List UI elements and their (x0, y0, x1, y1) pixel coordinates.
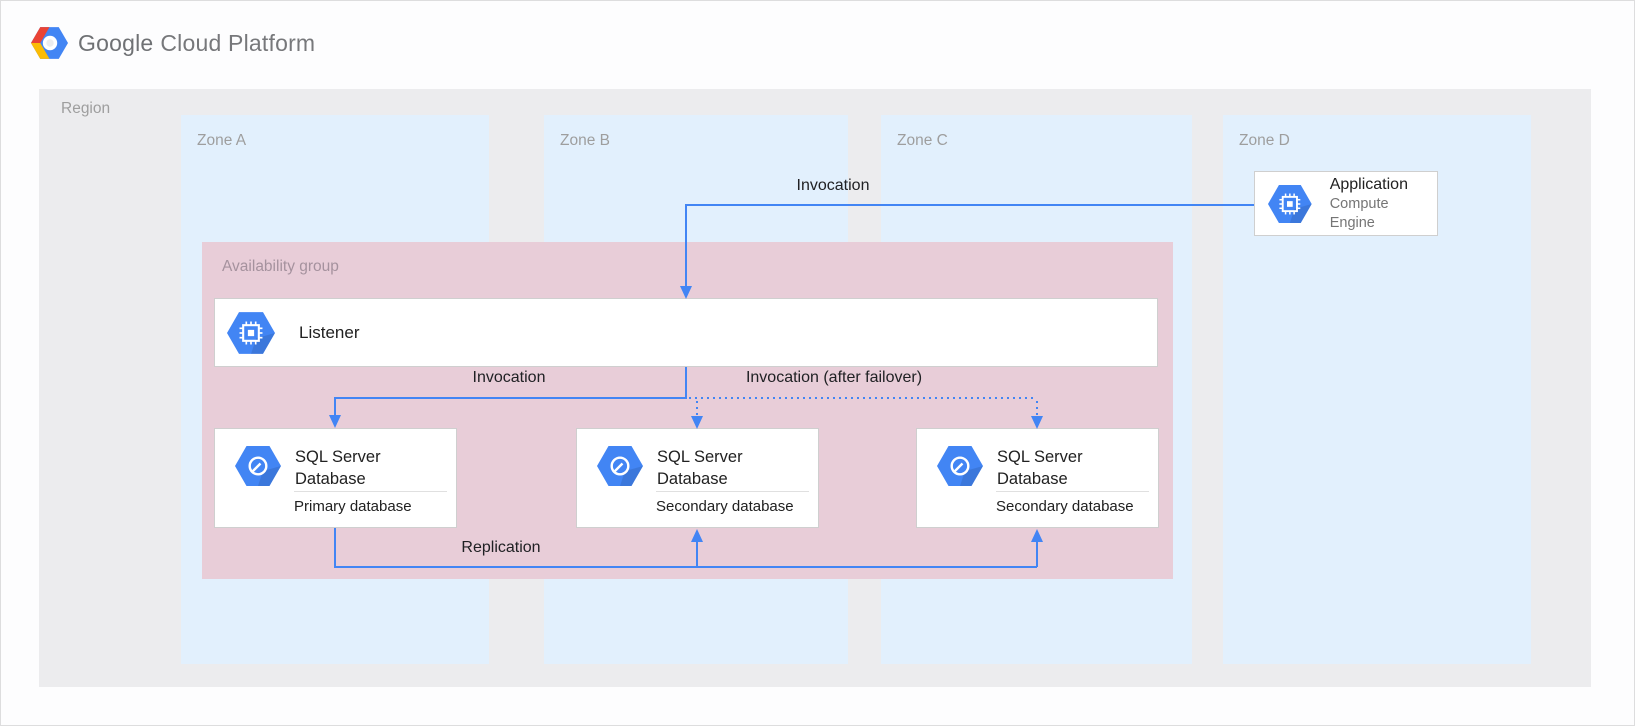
application-subtitle: Compute Engine (1329, 196, 1389, 231)
application-title: Application (1329, 176, 1408, 194)
region-label: Region (61, 100, 111, 117)
sql-server-icon (937, 446, 983, 486)
sql-server-icon (235, 446, 281, 486)
brand-google: Google (78, 29, 154, 56)
brand-cloud-platform: Cloud Platform (160, 29, 316, 56)
db-title: SQL Server Database (657, 448, 743, 488)
compute-engine-icon (227, 311, 275, 354)
db-role-primary: Primary database (294, 498, 412, 515)
invocation-label: Invocation (472, 369, 546, 386)
zone-a-label: Zone A (197, 132, 247, 149)
sql-server-database-secondary-box-2: SQL Server Database Secondary database (916, 428, 1159, 528)
availability-group-container (202, 242, 1173, 579)
db-divider (996, 491, 1149, 492)
availability-group-label: Availability group (222, 258, 339, 275)
sql-server-icon (597, 446, 643, 486)
invocation-top-label: Invocation (796, 177, 870, 194)
db-title: SQL Server Database (997, 448, 1083, 488)
db-divider (294, 491, 447, 492)
zone-c-label: Zone C (897, 132, 948, 149)
gcp-logo-icon (31, 27, 68, 59)
sql-server-database-primary-box: SQL Server Database Primary database (214, 428, 457, 528)
compute-engine-icon (1268, 184, 1312, 223)
db-role-secondary: Secondary database (996, 498, 1134, 515)
application-box: Application Compute Engine (1254, 171, 1438, 236)
db-divider (656, 491, 809, 492)
db-title: SQL Server Database (295, 448, 381, 488)
db-role-secondary: Secondary database (656, 498, 794, 515)
zone-d-label: Zone D (1239, 132, 1290, 149)
listener-title: Listener (299, 322, 360, 342)
zone-b-label: Zone B (560, 132, 610, 149)
listener-box: Listener (214, 298, 1158, 367)
sql-server-database-secondary-box-1: SQL Server Database Secondary database (576, 428, 819, 528)
invocation-after-failover-label: Invocation (after failover) (745, 369, 923, 386)
replication-label: Replication (461, 539, 541, 556)
application-text: Application Compute Engine (1330, 175, 1437, 231)
